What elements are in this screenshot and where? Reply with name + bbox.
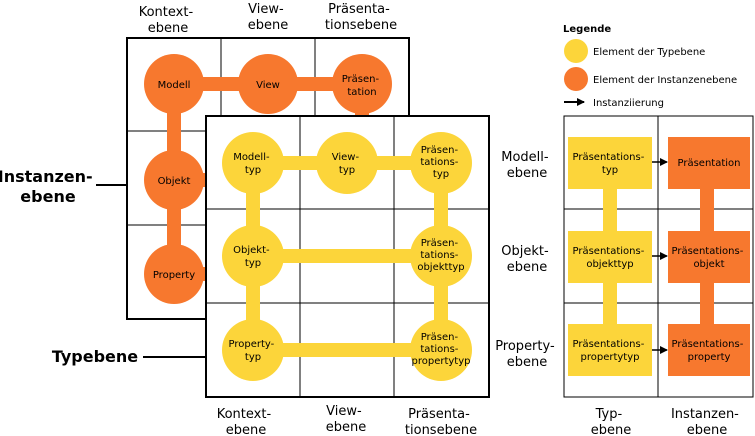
node-viewtyp-label: View- typ	[332, 152, 363, 176]
node-objekt-label: Objekt	[158, 176, 191, 187]
node-praesentation	[332, 54, 392, 114]
node-objekt	[144, 150, 204, 210]
type-header-view: View- ebene	[326, 404, 367, 435]
legend-instance-swatch	[564, 67, 588, 91]
legend-type-label: Element der Typebene	[593, 47, 705, 58]
box-praesentationsobjekttyp	[568, 231, 652, 283]
node-praesentationspropertytyp-label: Präsen- tations- propertytyp	[412, 332, 471, 367]
instance-header-kontext: Kontext- ebene	[139, 5, 198, 36]
box-praesentationsobjekt	[668, 231, 750, 283]
box-praesentationsproperty-label: Präsentations- property	[671, 339, 746, 363]
instance-header-view: View- ebene	[248, 2, 289, 33]
legend-title: Legende	[563, 24, 611, 35]
type-plane: Modell- typ View- typ Präsen- tations- t…	[52, 115, 490, 436]
node-property-label: Property	[153, 270, 195, 281]
legend-type-swatch	[564, 39, 588, 63]
row-label-modell: Modell- ebene	[501, 150, 552, 181]
node-view	[238, 54, 298, 114]
legend: Legende Element der Typebene Element der…	[563, 24, 737, 109]
box-praesentationspropertytyp	[568, 324, 652, 376]
node-praesentationsobjekttyp-label: Präsen- tations- objekttyp	[417, 238, 464, 273]
node-propertytyp	[222, 319, 284, 381]
legend-instance-label: Element der Instanzenebene	[593, 75, 737, 86]
node-praesentationstyp	[410, 132, 472, 194]
node-praesentationstyp-label: Präsen- tations- typ	[420, 145, 461, 180]
box-praesentationstyp	[568, 137, 652, 189]
type-header-kontext: Kontext- ebene	[217, 407, 276, 436]
type-header-praesentation: Präsenta- tionsebene	[405, 407, 477, 436]
box-praesentation-label: Präsentation	[678, 158, 741, 169]
node-modell	[144, 54, 204, 114]
node-modelltyp	[222, 132, 284, 194]
node-modelltyp-label: Modell- typ	[233, 152, 273, 176]
instantiation-panel: Präsentations- typ Präsentations- objekt…	[495, 115, 754, 436]
node-viewtyp	[316, 132, 378, 194]
box-praesentationsobjekt-label: Präsentations- objekt	[671, 246, 746, 270]
instance-plane-label: Instanzen- ebene	[0, 167, 98, 206]
box-praesentationsproperty	[668, 324, 750, 376]
node-praesentation-label: Präsen- tation	[342, 74, 383, 98]
col-label-typ: Typ- ebene	[591, 407, 632, 436]
box-praesentationspropertytyp-label: Präsentations- propertytyp	[572, 339, 647, 363]
node-objekttyp	[222, 225, 284, 287]
node-praesentationsobjekttyp	[410, 225, 472, 287]
node-property	[144, 244, 204, 304]
col-label-instanzen: Instanzen- ebene	[671, 407, 743, 436]
node-propertytyp-label: Property- typ	[229, 339, 278, 363]
instance-header-praesentation: Präsenta- tionsebene	[325, 2, 397, 33]
legend-arrow-label: Instanziierung	[593, 98, 664, 109]
node-view-label: View	[256, 80, 280, 91]
row-label-property: Property- ebene	[495, 339, 559, 370]
box-praesentationstyp-label: Präsentations- typ	[572, 152, 647, 176]
node-modell-label: Modell	[158, 80, 191, 91]
box-praesentationsobjekttyp-label: Präsentations- objekttyp	[572, 246, 647, 270]
row-label-objekt: Objekt- ebene	[501, 244, 553, 275]
type-plane-label: Typebene	[52, 347, 138, 366]
node-praesentationspropertytyp	[410, 319, 472, 381]
node-objekttyp-label: Objekt- typ	[233, 245, 273, 269]
box-praesentation	[668, 137, 750, 189]
